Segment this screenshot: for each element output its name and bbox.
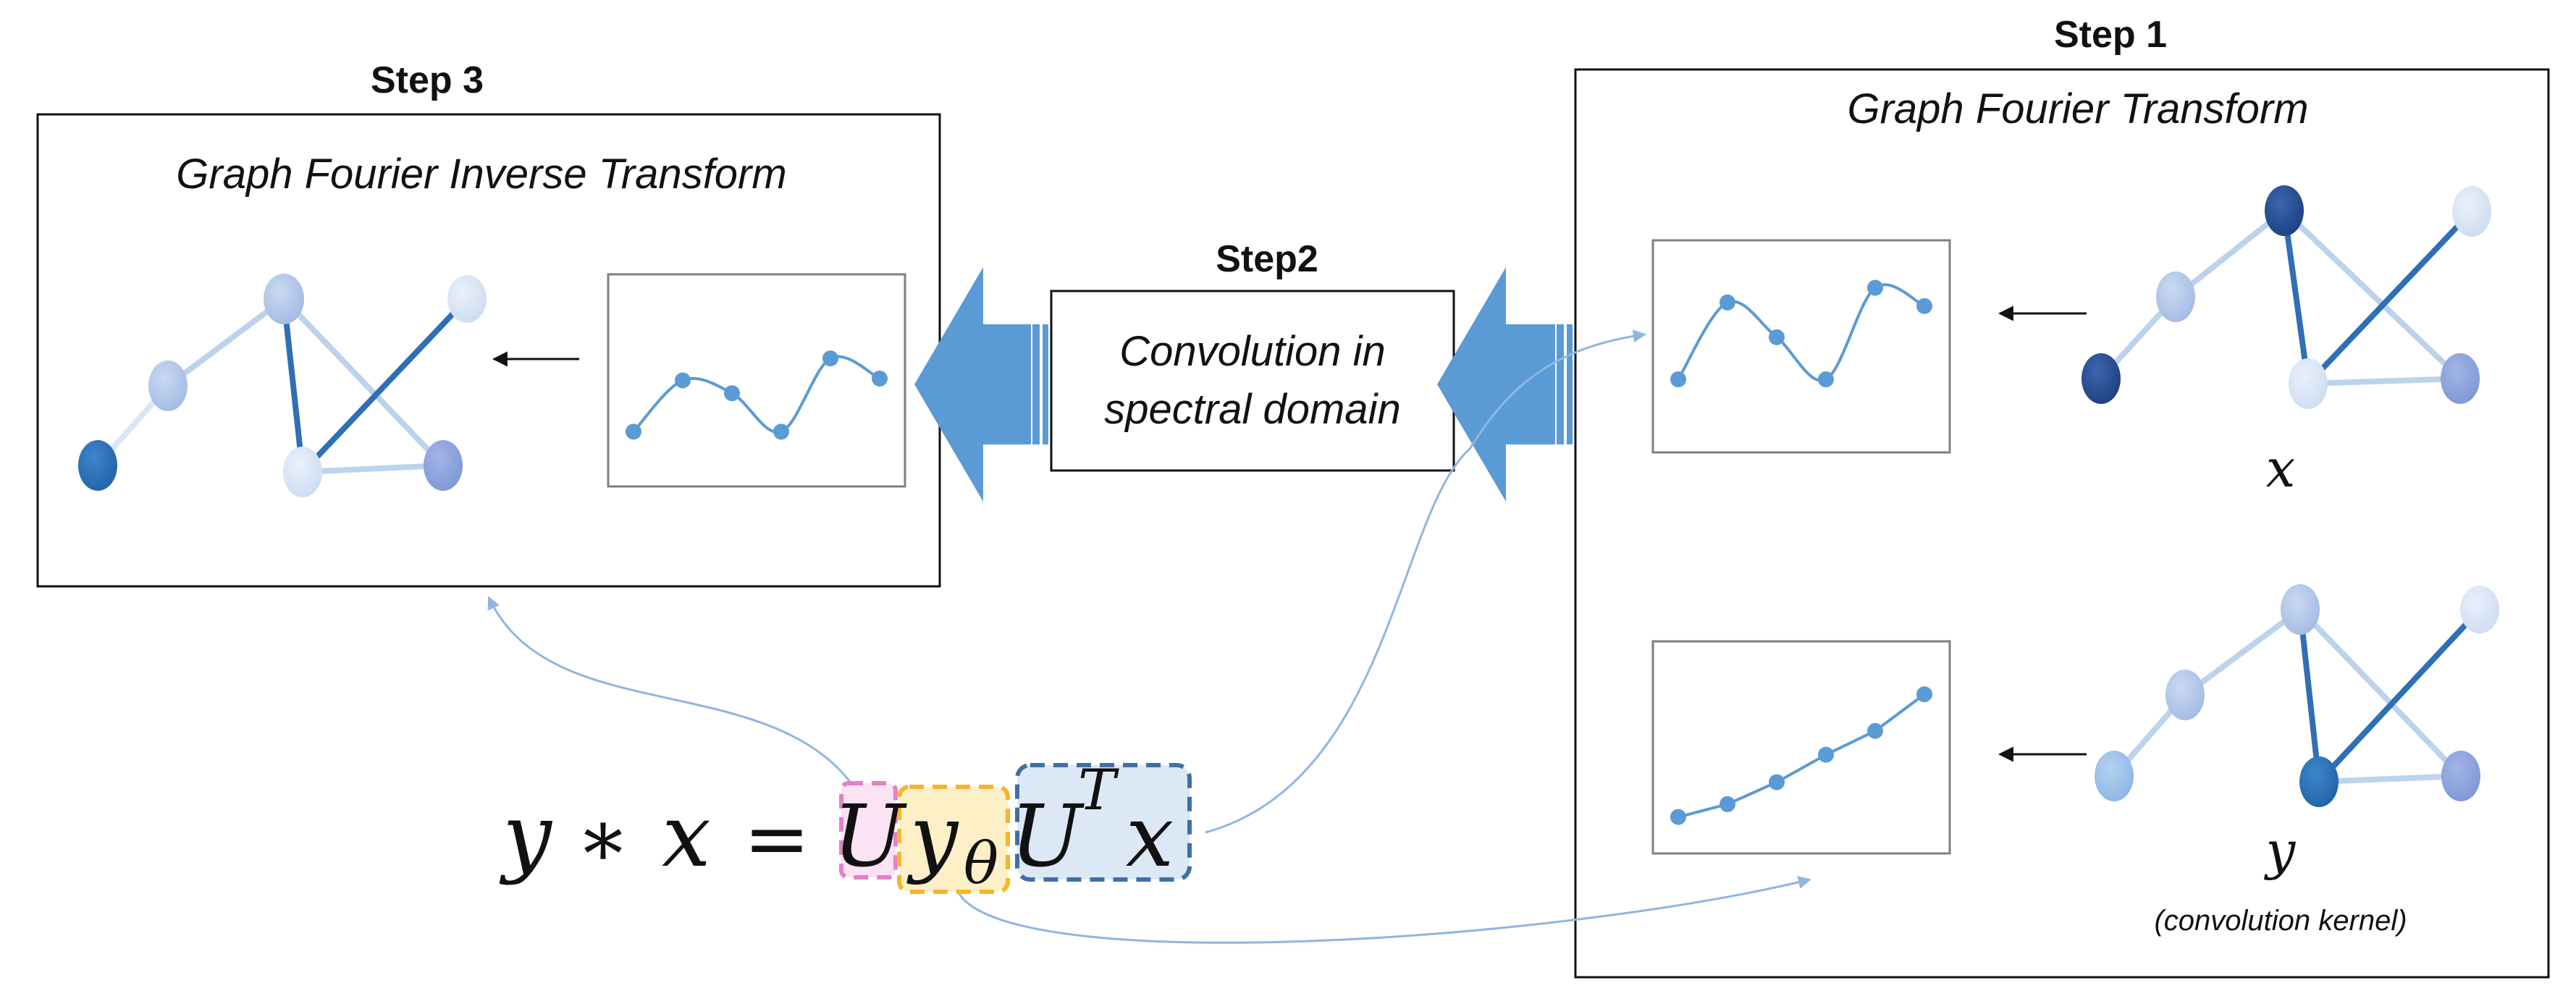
eq-U: U — [833, 786, 907, 886]
graph-node — [148, 360, 188, 411]
graph-node — [2265, 185, 2304, 236]
kernel-caption: (convolution kernel) — [2154, 905, 2407, 937]
step1-x-plot — [1651, 239, 1951, 454]
curve-UTx-to-step1 — [1205, 329, 1646, 834]
y-signal-point — [1769, 774, 1785, 790]
eq-x-rhs: x — [1126, 786, 1174, 886]
equation: y ∗ x = U y θ U T x — [499, 758, 1192, 897]
step2-label: Step2 — [1216, 238, 1318, 280]
x-signal-point — [1867, 279, 1883, 296]
UTx-highlight — [1015, 763, 1192, 882]
y-signal-point — [1670, 809, 1686, 825]
x-signal-point — [1818, 371, 1834, 388]
x-symbol: x — [2266, 438, 2296, 499]
step3-signal-point — [872, 370, 888, 387]
big-arrow-to-step3 — [914, 267, 1048, 502]
step2-box — [1050, 290, 1455, 472]
y-signal-point — [1818, 746, 1834, 763]
step1-y-plot — [1651, 640, 1951, 855]
graph-node — [78, 440, 117, 491]
step3-signal-point — [724, 385, 740, 402]
big-arrow-to-step2 — [1437, 267, 1573, 502]
step3-signal-point — [675, 372, 691, 389]
step3-signal-point — [822, 350, 838, 367]
step3-title: Graph Fourier Inverse Transform — [176, 151, 786, 198]
eq-ytheta-base: y — [906, 786, 959, 886]
x-signal-point — [1670, 371, 1686, 388]
y-symbol: y — [2264, 820, 2297, 881]
graph-node — [2281, 584, 2320, 635]
graph-node — [2299, 756, 2339, 807]
step2-line2: spectral domain — [1104, 386, 1400, 433]
curve-U-to-step3 — [487, 596, 859, 793]
eq-UT-sup: T — [1078, 758, 1119, 823]
graph-node — [283, 447, 322, 497]
graph-node — [2441, 751, 2480, 801]
connector-curves — [487, 329, 1811, 944]
x-signal-point — [1720, 294, 1735, 311]
eq-equals: = — [744, 792, 810, 885]
graph-node — [2452, 186, 2491, 237]
step3-graph — [78, 274, 487, 497]
eq-x-lhs: x — [662, 786, 711, 887]
graph-node — [2156, 271, 2195, 322]
graph-node — [264, 274, 304, 324]
graph-node — [424, 440, 463, 491]
x-signal-point — [1769, 329, 1785, 345]
y-signal-point — [1867, 722, 1883, 739]
graph-node — [2095, 751, 2134, 801]
graph-node — [2289, 358, 2328, 409]
step1-graph-x — [2082, 185, 2491, 409]
step1-title: Graph Fourier Transform — [1847, 85, 2308, 132]
step1-label: Step 1 — [2054, 14, 2167, 56]
ytheta-highlight — [897, 785, 1010, 894]
y-signal-line — [1678, 693, 1926, 819]
step3-signal-point — [626, 423, 641, 440]
step3-result-plot — [607, 273, 906, 488]
step1-graph-y — [2095, 584, 2499, 807]
graph-node — [2082, 353, 2121, 404]
eq-ytheta-sub: θ — [964, 830, 998, 897]
graph-node — [447, 275, 487, 323]
U-highlight — [839, 781, 898, 879]
eq-star: ∗ — [576, 792, 631, 885]
step2-line1: Convolution in — [1119, 328, 1386, 375]
y-signal-point — [1916, 686, 1932, 703]
graph-node — [2165, 670, 2205, 720]
x-signal-point — [1916, 298, 1932, 314]
step3-signal-point — [773, 423, 789, 440]
graph-node — [2441, 353, 2480, 404]
curve-ytheta-to-kernel — [958, 876, 1811, 944]
step3-label: Step 3 — [371, 59, 484, 101]
y-signal-point — [1720, 796, 1735, 812]
graph-node — [2460, 586, 2499, 633]
eq-UT-base: U — [1010, 786, 1085, 886]
eq-y: y — [499, 786, 553, 887]
